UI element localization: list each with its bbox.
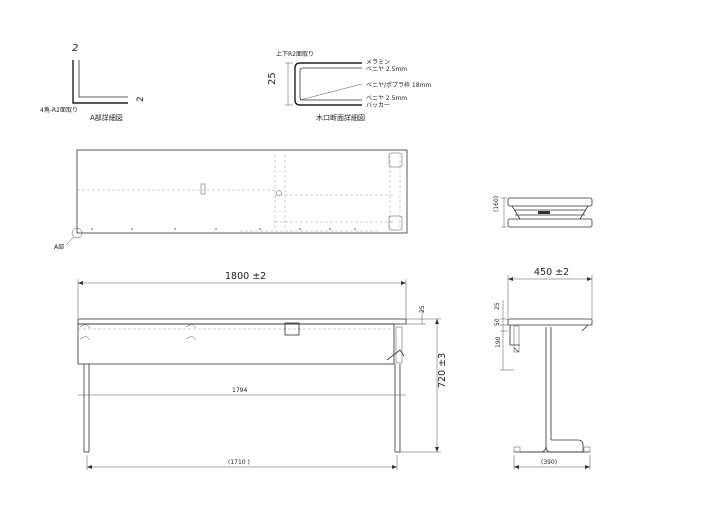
width-dim: 1800 ±2 [225, 271, 266, 282]
foot-dim: (390) [541, 459, 557, 466]
folded-depth-dim: (160) [493, 196, 500, 212]
end-panel [513, 325, 520, 353]
depth-dim: 450 ±2 [534, 267, 569, 278]
layer-label-1: ベニヤ 2.5mm [366, 66, 407, 73]
edge-section-detail: 上下R2面取り 25 メラミン ベニヤ 2.5mm ベニヤ/ポプラ枠 18mm … [267, 50, 431, 122]
height-dim: 720 ±3 [437, 353, 448, 388]
radius-note: 4角-R2面取り [40, 106, 78, 114]
detail-a-circle [71, 227, 83, 239]
corner-profile-inner [78, 60, 128, 98]
plan-bracket-top [388, 152, 403, 168]
detail-a: 2 2 4角-R2面取り A部詳細図 [40, 43, 146, 122]
top-thickness-dim: 25 [419, 305, 426, 313]
front-view: 1800 ±2 1794 (1710 ) 720 ±3 25 [77, 271, 448, 470]
end-leg [545, 327, 552, 446]
plan-bracket-bottom [388, 215, 403, 231]
dim-25: 25 [494, 302, 501, 310]
side-view-folded: (160) [493, 196, 593, 228]
edge-leader-diag [299, 83, 363, 101]
hinge-bracket [284, 322, 300, 336]
layer-label-0: メラミン [366, 59, 390, 66]
inner-dim: 1794 [232, 387, 247, 394]
layer-label-4: バッカー [366, 102, 390, 109]
dim-190: 190 [495, 336, 502, 348]
plan-outline [76, 149, 408, 234]
end-view: 450 ±2 25 50 190 (390) [494, 267, 593, 470]
layer-label-3: ベニヤ 2.5mm [366, 95, 407, 102]
corner-dim-right: 2 [136, 96, 146, 102]
tabletop [77, 318, 407, 325]
end-foot [520, 439, 584, 453]
edge-profile-outer [294, 62, 362, 106]
folded-top-upper [507, 197, 593, 207]
folded-top-lower [507, 218, 593, 228]
edge-top-note: 上下R2面取り [276, 50, 314, 58]
plan-view: A部 [54, 149, 408, 251]
corner-dim-left: 2 [72, 43, 78, 54]
end-tabletop [507, 318, 593, 326]
edge-profile-inner [299, 67, 362, 101]
corner-profile-outer [72, 60, 128, 104]
modesty-panel [77, 323, 395, 365]
layer-label-2: ベニヤ/ポプラ枠 18mm [366, 81, 431, 89]
edge-caption: 木口断面詳細図 [316, 113, 365, 122]
leg-span-dim: (1710 ) [228, 459, 250, 466]
plan-callout-a: A部 [54, 243, 64, 251]
plan-screw-marks [91, 228, 356, 230]
dim-50: 50 [494, 318, 501, 326]
edge-height-dim: 25 [267, 72, 278, 85]
fold-lever [386, 349, 405, 361]
detail-a-caption: A部詳細図 [90, 113, 123, 122]
